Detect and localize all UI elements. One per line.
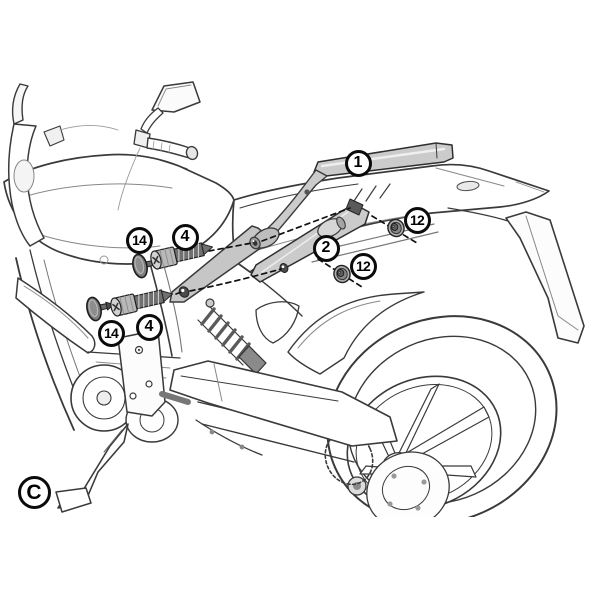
swingarm bbox=[169, 360, 398, 447]
dashed-leader bbox=[261, 207, 351, 242]
section-label: C bbox=[17, 475, 51, 509]
callout-part-12-lower: 12 bbox=[349, 252, 377, 280]
mount-stud bbox=[345, 198, 364, 216]
dashed-leader bbox=[208, 242, 253, 252]
mount-hole bbox=[178, 286, 190, 298]
handlebar bbox=[133, 129, 199, 170]
callout-part-4-upper: 4 bbox=[171, 223, 199, 251]
dashed-leader bbox=[317, 258, 363, 288]
rear-wheel bbox=[197, 315, 558, 517]
callout-part-4-lower: 4 bbox=[135, 313, 163, 341]
front-fender bbox=[15, 277, 96, 354]
rear-shock bbox=[197, 298, 267, 375]
dashed-leader bbox=[189, 268, 282, 292]
rear-hugger bbox=[287, 291, 425, 375]
dashed-leader bbox=[371, 215, 418, 244]
front-cowl bbox=[8, 83, 141, 247]
rear-fender bbox=[505, 211, 585, 344]
support-arm-part-2 bbox=[250, 198, 370, 283]
mirror bbox=[140, 81, 201, 134]
callout-part-14-lower: 14 bbox=[97, 319, 125, 347]
callout-part-1: 1 bbox=[344, 149, 372, 177]
callout-part-2: 2 bbox=[312, 234, 340, 262]
dashed-leader bbox=[175, 290, 185, 295]
screw-icon bbox=[108, 284, 176, 318]
callout-part-14-upper: 14 bbox=[125, 226, 153, 254]
engine-and-frame bbox=[70, 251, 263, 456]
callout-part-12-upper: 12 bbox=[403, 206, 431, 234]
kickstand bbox=[55, 423, 129, 513]
